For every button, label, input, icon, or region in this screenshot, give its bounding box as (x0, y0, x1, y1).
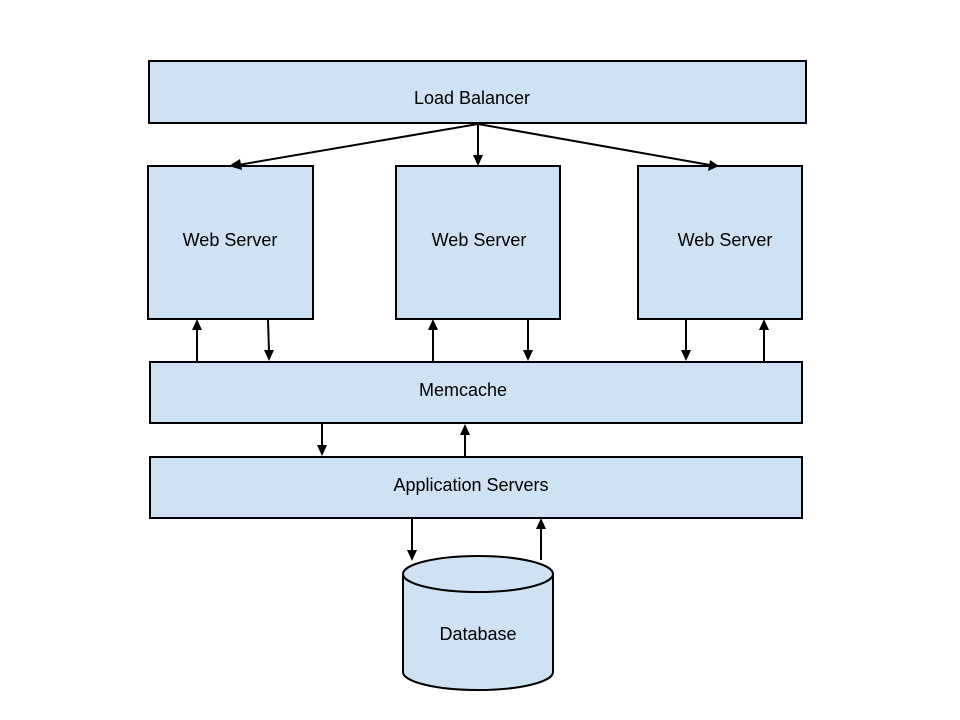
arrow-memcache-to-web-server-3 (759, 319, 769, 361)
database-node: Database (402, 555, 554, 691)
arrow-web-server-3-to-memcache (681, 320, 691, 361)
arrow-database-to-application-servers (536, 518, 546, 560)
arrow-web-server-2-to-memcache (523, 320, 533, 361)
arrow-memcache-to-application-servers (317, 424, 327, 456)
arrow-application-servers-to-database (407, 519, 417, 561)
arrow-memcache-to-web-server-2 (428, 319, 438, 361)
load-balancer-node: Load Balancer (148, 60, 807, 124)
load-balancer-label: Load Balancer (414, 88, 530, 108)
database-label: Database (439, 624, 516, 644)
arrow-lb-to-web-server-2 (473, 124, 483, 166)
memcache-label: Memcache (419, 380, 507, 400)
web-server-3-label: Web Server (678, 230, 773, 250)
web-server-1-label: Web Server (183, 230, 278, 250)
memcache-node: Memcache (149, 361, 803, 424)
arrow-lb-to-web-server-1 (229, 123, 479, 170)
web-server-node-1: Web Server (147, 165, 314, 320)
connectors (192, 123, 769, 561)
web-server-node-2: Web Server (395, 165, 561, 320)
arrow-memcache-to-web-server-1 (192, 319, 202, 361)
application-servers-node: Application Servers (149, 456, 803, 519)
application-servers-label: Application Servers (393, 475, 548, 495)
web-server-node-3: Web Server (637, 165, 803, 320)
arrow-application-servers-to-memcache (460, 424, 470, 456)
arrow-lb-to-web-server-3 (477, 123, 719, 171)
arrow-web-server-1-to-memcache (264, 319, 274, 361)
web-server-2-label: Web Server (432, 230, 527, 250)
